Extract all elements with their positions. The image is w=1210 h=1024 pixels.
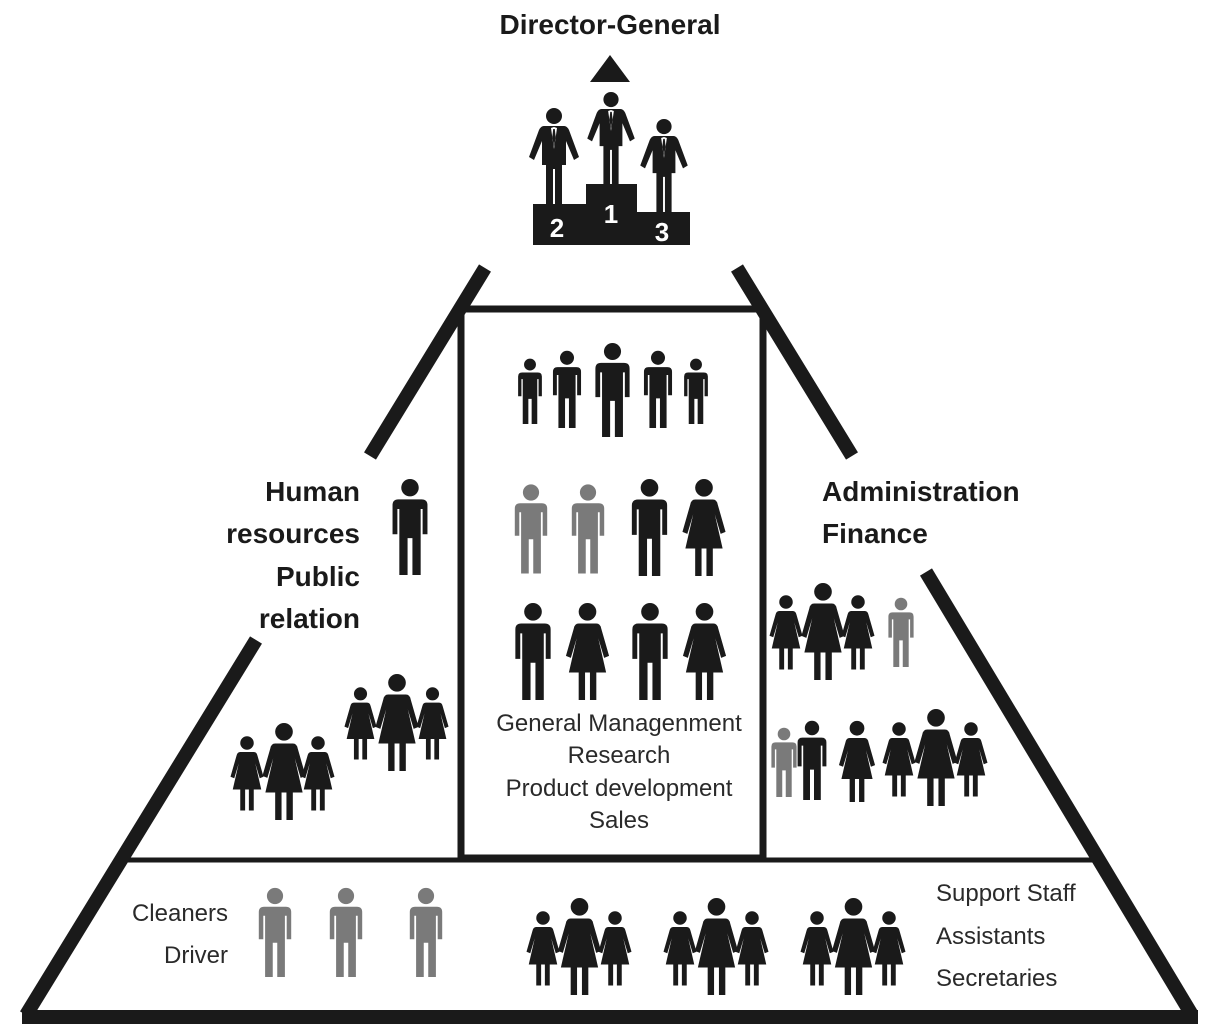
person-icon <box>643 350 673 428</box>
person-icon <box>914 708 958 806</box>
person-icon <box>518 358 542 424</box>
left-label-line: Public <box>276 561 360 592</box>
center-label-line: Sales <box>589 807 649 834</box>
podium-person-third <box>640 118 688 213</box>
right-group-labels: Administration Finance <box>822 476 1020 549</box>
person-icon <box>258 887 292 977</box>
left-label-line: relation <box>259 603 360 634</box>
bottom-right-label-line: Support Staff <box>936 880 1076 907</box>
person-icon <box>526 911 560 986</box>
left-group-labels: Human resources Public relation <box>226 476 360 634</box>
person-icon <box>771 727 797 797</box>
right-label-line: Administration <box>822 476 1020 507</box>
center-people <box>514 342 727 700</box>
person-icon <box>262 722 306 820</box>
bottom-left-labels: Cleaners Driver <box>132 900 228 969</box>
person-icon <box>841 595 875 670</box>
person-icon <box>571 484 605 574</box>
person-icon <box>831 897 876 995</box>
podium-icon: 2 1 3 <box>529 91 690 247</box>
person-icon <box>682 602 727 700</box>
person-icon <box>684 358 708 424</box>
person-icon <box>631 478 668 576</box>
person-icon <box>557 897 602 995</box>
person-icon <box>882 722 916 797</box>
person-icon <box>872 911 906 986</box>
up-arrow-icon <box>590 55 630 82</box>
bottom-right-label-line: Assistants <box>936 923 1045 950</box>
person-icon <box>409 887 443 977</box>
person-icon <box>632 602 668 700</box>
bottom-right-label-line: Secretaries <box>936 965 1057 992</box>
center-label-line: Product development <box>506 775 733 802</box>
person-icon <box>514 484 548 574</box>
center-box <box>457 305 767 862</box>
person-icon <box>801 582 845 680</box>
bottom-left-label-line: Cleaners <box>132 900 228 927</box>
person-icon <box>800 911 834 986</box>
left-label-line: Human <box>265 476 360 507</box>
person-icon <box>682 478 726 576</box>
person-icon <box>416 687 449 760</box>
person-icon <box>565 602 610 700</box>
person-icon <box>663 911 697 986</box>
center-label-line: General Managenment <box>496 710 742 737</box>
bottom-left-label-line: Driver <box>164 942 228 969</box>
person-icon <box>838 720 876 802</box>
person-icon <box>598 911 632 986</box>
person-icon <box>735 911 769 986</box>
person-icon <box>954 722 988 797</box>
person-icon <box>301 736 335 811</box>
podium-number-first: 1 <box>604 199 618 229</box>
person-icon <box>344 687 377 760</box>
podium-number-second: 2 <box>550 213 564 243</box>
person-icon <box>694 897 739 995</box>
right-label-line: Finance <box>822 518 928 549</box>
person-icon <box>552 350 582 428</box>
bottom-right-labels: Support Staff Assistants Secretaries <box>936 880 1076 992</box>
left-label-line: resources <box>226 518 360 549</box>
person-icon <box>515 602 551 700</box>
person-icon <box>888 597 914 667</box>
bottom-people <box>258 887 906 995</box>
person-icon <box>230 736 264 811</box>
person-icon <box>595 342 630 437</box>
person-icon <box>375 673 419 771</box>
director-general-title: Director-General <box>500 9 721 40</box>
podium-number-third: 3 <box>655 217 669 247</box>
podium-person-first <box>587 91 635 186</box>
podium-person-second <box>529 108 579 207</box>
person-icon <box>392 478 428 575</box>
person-icon <box>329 887 363 977</box>
center-labels: General Managenment Research Product dev… <box>496 710 742 834</box>
center-label-line: Research <box>568 742 671 769</box>
pyramid-outline <box>20 264 1199 1024</box>
person-icon <box>797 720 827 800</box>
podium-blocks <box>533 184 690 245</box>
person-icon <box>769 595 803 670</box>
